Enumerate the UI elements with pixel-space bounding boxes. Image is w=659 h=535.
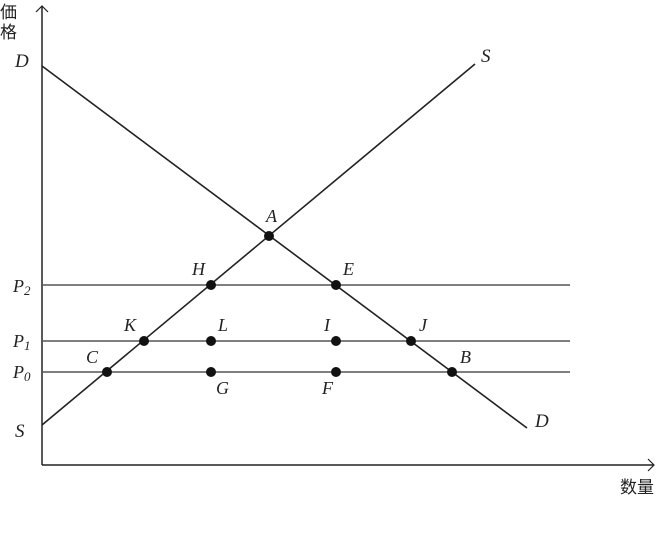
point-j: [406, 336, 416, 346]
point-label-e: E: [342, 259, 354, 279]
demand-label-top: D: [14, 51, 29, 72]
point-label-l: L: [217, 315, 228, 335]
price-label-p1: P1: [12, 331, 31, 353]
point-c: [102, 367, 112, 377]
point-label-h: H: [191, 259, 206, 279]
supply-label-bottom: S: [15, 421, 25, 442]
point-i: [331, 336, 341, 346]
price-label-p0-base: P: [12, 362, 24, 382]
price-label-p0: P0: [12, 362, 31, 384]
point-k: [139, 336, 149, 346]
x-axis-title: 数量: [620, 478, 654, 498]
point-f: [331, 367, 341, 377]
point-label-j: J: [419, 315, 428, 335]
point-l: [206, 336, 216, 346]
point-label-f: F: [321, 378, 334, 398]
point-e: [331, 280, 341, 290]
supply-curve: [41, 63, 476, 426]
price-label-p1-base: P: [12, 331, 24, 351]
point-h: [206, 280, 216, 290]
demand-curve: [41, 65, 528, 429]
point-label-b: B: [460, 347, 471, 367]
point-a: [264, 231, 274, 241]
price-label-p0-sub: 0: [24, 369, 31, 384]
price-label-p1-sub: 1: [24, 338, 31, 353]
y-axis-title-top: 価: [0, 3, 17, 23]
point-label-a: A: [265, 206, 278, 226]
price-label-p2-base: P: [12, 276, 24, 296]
point-label-c: C: [86, 347, 99, 367]
point-g: [206, 367, 216, 377]
price-label-p2-sub: 2: [24, 283, 31, 298]
price-label-p2: P2: [12, 276, 31, 298]
point-b: [447, 367, 457, 377]
point-label-i: I: [323, 315, 331, 335]
supply-label-top: S: [481, 46, 491, 67]
point-label-g: G: [216, 378, 229, 398]
y-axis-title-bottom: 格: [0, 23, 17, 43]
point-label-k: K: [123, 315, 137, 335]
demand-label-bottom: D: [534, 411, 549, 432]
